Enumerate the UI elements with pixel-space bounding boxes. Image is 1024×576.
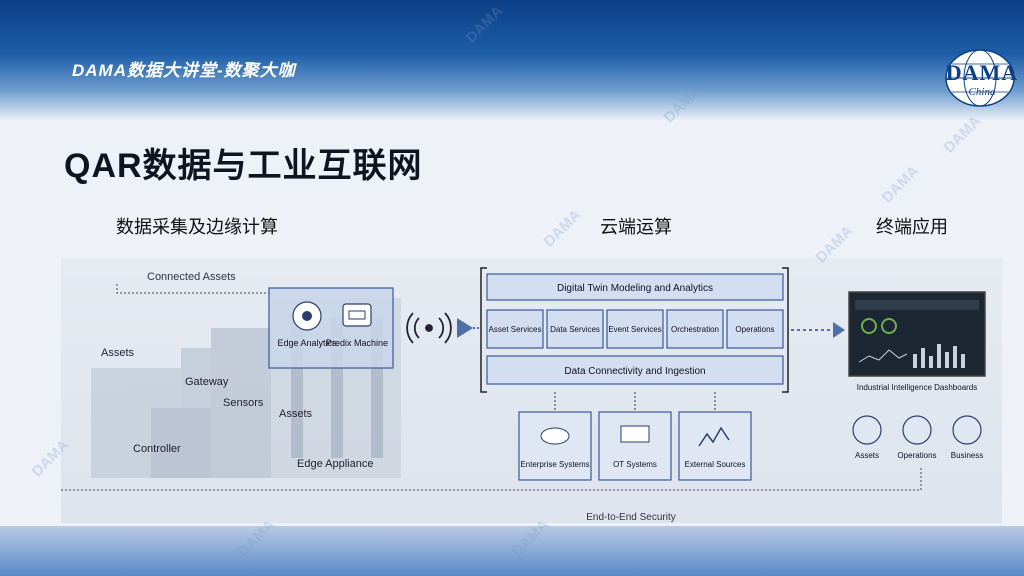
external-chart-icon xyxy=(698,426,730,447)
operations-end-icon xyxy=(902,415,932,445)
services-row: Asset Services Data Services Event Servi… xyxy=(486,309,784,349)
service-data: Data Services xyxy=(550,325,600,334)
label-sensors: Sensors xyxy=(223,397,264,409)
source-enterprise: Enterprise Systems xyxy=(520,460,589,469)
label-connected-assets: Connected Assets xyxy=(147,271,236,283)
label-edge-analytics: Edge Analytics xyxy=(277,338,337,348)
business-end-icon xyxy=(952,415,982,445)
service-orchestration: Orchestration xyxy=(671,325,719,334)
label-dashboards: Industrial Intelligence Dashboards xyxy=(857,383,978,392)
end-label-operations: Operations xyxy=(897,451,936,460)
section-label-terminal: 终端应用 xyxy=(876,217,948,237)
predix-machine-icon xyxy=(342,303,372,327)
industrial-internet-diagram: Connected Assets Assets Gateway Sensors … xyxy=(61,258,1002,523)
ot-systems-box xyxy=(598,411,672,481)
data-connectivity-box xyxy=(486,355,784,385)
service-operations: Operations xyxy=(735,325,774,334)
end-label-business: Business xyxy=(951,451,983,460)
header-banner xyxy=(0,0,1024,120)
label-assets-mid: Assets xyxy=(279,408,313,420)
external-sources-box xyxy=(678,411,752,481)
service-event: Event Services xyxy=(608,325,661,334)
label-assets-left: Assets xyxy=(101,347,135,359)
watermark: DAMA xyxy=(878,162,923,207)
diagram-canvas: Connected Assets Assets Gateway Sensors … xyxy=(61,267,986,523)
section-label-edge: 数据采集及边缘计算 xyxy=(116,217,278,237)
slide-title: QAR数据与工业互联网 xyxy=(64,147,423,185)
service-asset: Asset Services xyxy=(489,325,542,334)
source-ot: OT Systems xyxy=(613,460,657,469)
wireless-signal-icon xyxy=(406,312,452,344)
watermark: DAMA xyxy=(540,206,585,251)
logo-subtext: China xyxy=(968,86,996,98)
label-controller: Controller xyxy=(133,443,181,455)
digital-twin-box xyxy=(486,273,784,301)
label-digital-twin: Digital Twin Modeling and Analytics xyxy=(557,283,713,294)
enterprise-systems-box xyxy=(518,411,592,481)
enterprise-database-icon xyxy=(540,427,570,445)
ot-device-icon xyxy=(620,425,650,443)
section-label-cloud: 云端运算 xyxy=(600,217,672,237)
assets-end-icon xyxy=(852,415,882,445)
label-gateway: Gateway xyxy=(185,376,229,388)
label-end-to-end-security: End-to-End Security xyxy=(586,512,676,523)
end-label-assets: Assets xyxy=(855,451,879,460)
series-title: DAMA数据大讲堂-数聚大咖 xyxy=(72,61,296,80)
label-edge-appliance: Edge Appliance xyxy=(297,458,373,470)
label-predix-machine: Predix Machine xyxy=(326,338,388,348)
footer-band xyxy=(0,526,1024,576)
edge-box xyxy=(268,287,394,369)
source-external: External Sources xyxy=(685,460,746,469)
dama-globe-logo-icon xyxy=(945,49,1015,107)
label-data-connectivity: Data Connectivity and Ingestion xyxy=(564,366,705,377)
logo-text: DAMA xyxy=(945,60,1019,85)
